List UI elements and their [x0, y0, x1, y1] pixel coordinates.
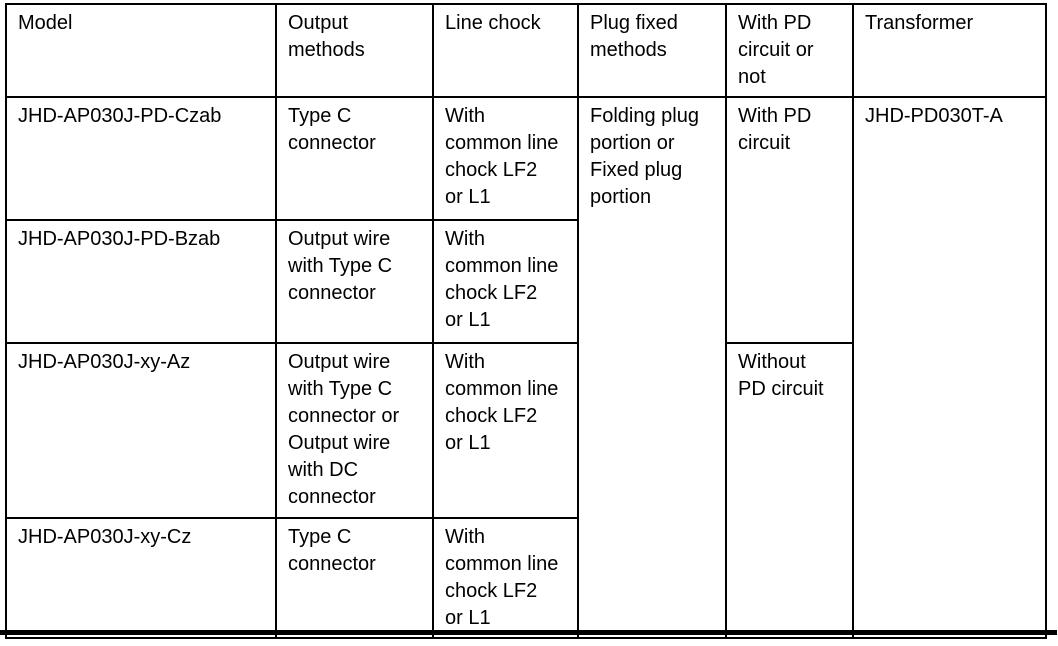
cell-model-2: JHD-AP030J-PD-Bzab: [5, 219, 277, 344]
cell-output-method-2: Output wire with Type C connector: [275, 219, 434, 344]
cell-pd-without: Without PD circuit: [725, 342, 854, 639]
cell-model-4: JHD-AP030J-xy-Cz: [5, 517, 277, 639]
header-transformer: Transformer: [852, 3, 1047, 98]
table-row: JHD-AP030J-xy-Cz Type C connector With c…: [5, 517, 1046, 639]
cell-transformer: JHD-PD030T-A: [852, 96, 1047, 639]
page-bottom-rule: [0, 630, 1057, 635]
cell-model-3: JHD-AP030J-xy-Az: [5, 342, 277, 519]
header-output-methods: Output methods: [275, 3, 434, 98]
table-row: JHD-AP030J-PD-Czab Type C connector With…: [5, 96, 1047, 639]
cell-model-1: JHD-AP030J-PD-Czab: [5, 96, 277, 221]
cell-plug-fixed-methods: Folding plug portion or Fixed plug porti…: [577, 96, 727, 639]
product-spec-table: Model Output methods Line chock Plug fix…: [5, 3, 1047, 639]
header-pd-circuit: With PD circuit or not: [725, 3, 854, 98]
table-row: JHD-AP030J-PD-Bzab Output wire with Type…: [5, 219, 1046, 344]
header-model: Model: [5, 3, 277, 98]
cell-output-method-3: Output wire with Type C connector or Out…: [275, 342, 434, 519]
cell-output-method-4: Type C connector: [275, 517, 434, 639]
header-plug-fixed-methods: Plug fixed methods: [577, 3, 727, 98]
cell-line-chock-4: With common line chock LF2 or L1: [432, 517, 579, 639]
cell-line-chock-3: With common line chock LF2 or L1: [432, 342, 579, 519]
cell-output-method-1: Type C connector: [275, 96, 434, 221]
table-row: JHD-AP030J-xy-Az Output wire with Type C…: [5, 342, 1046, 639]
cell-line-chock-1: With common line chock LF2 or L1: [432, 96, 579, 221]
table-header-row: Model Output methods Line chock Plug fix…: [5, 3, 1047, 98]
cell-pd-with: With PD circuit: [725, 96, 854, 344]
header-line-chock: Line chock: [432, 3, 579, 98]
cell-line-chock-2: With common line chock LF2 or L1: [432, 219, 579, 344]
